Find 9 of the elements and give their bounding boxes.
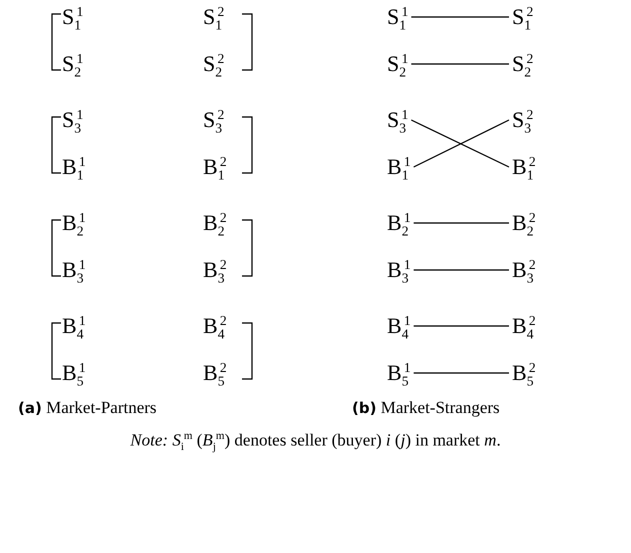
panel-caption: (b) Market-Strangers [352, 398, 500, 418]
connector-line [414, 325, 509, 327]
panel-caption: (a) Market-Partners [18, 398, 157, 418]
connector-line [414, 372, 509, 374]
note-text: Note: S$_{i}$$^{m}$ (B$_{j}$$^{m}$) denotes seller (buyer) i (j) in market m. [129, 430, 502, 454]
connector-line [411, 63, 509, 65]
connector-line [414, 269, 509, 271]
connector-line [414, 222, 509, 224]
connector-line [411, 16, 509, 18]
